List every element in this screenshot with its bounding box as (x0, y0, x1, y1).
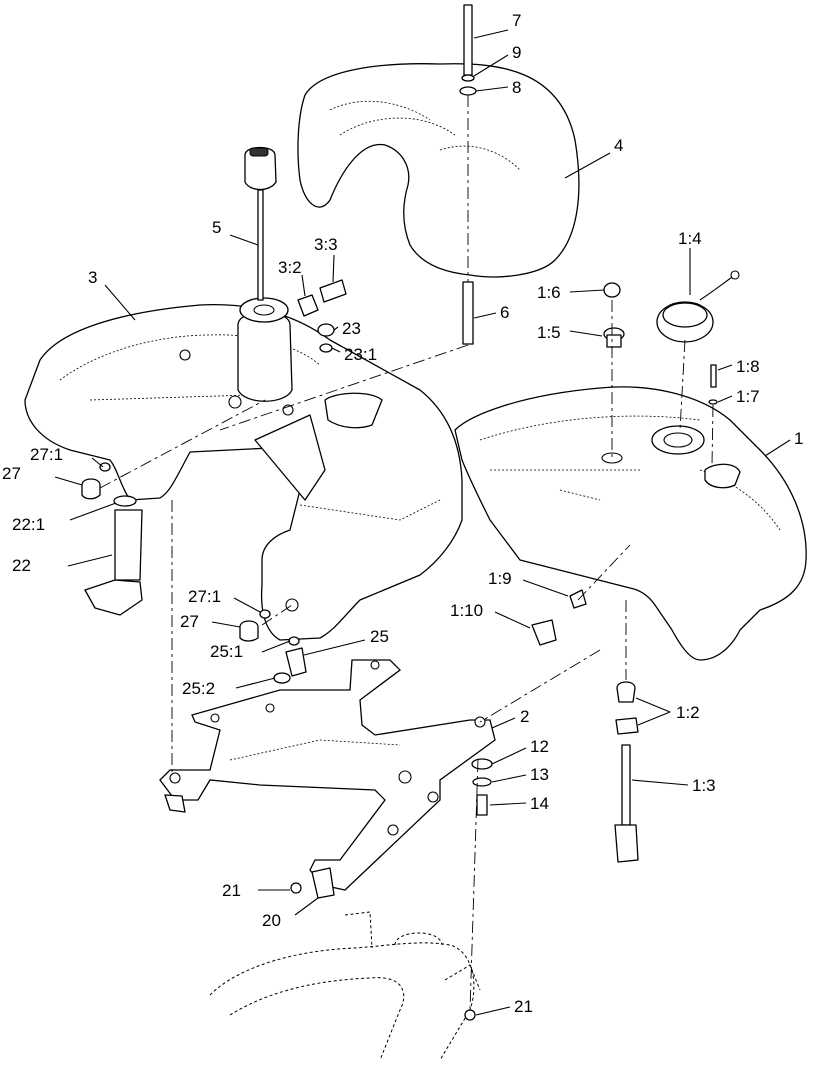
callout-21-lower: 21 (514, 997, 533, 1016)
callout-2: 2 (520, 707, 529, 726)
frame-outline (209, 911, 481, 1061)
mounting-plate-part-2 (159, 659, 496, 891)
callout-13: 13 (530, 765, 549, 784)
callout-1-8: 1:8 (736, 357, 760, 376)
callout-3-2: 3:2 (278, 258, 302, 277)
callout-1-4: 1:4 (678, 229, 702, 248)
alignment-lines (99, 95, 714, 1011)
callout-20: 20 (262, 911, 281, 930)
callout-7: 7 (512, 11, 521, 30)
callout-8: 8 (512, 78, 521, 97)
callout-1-10: 1:10 (450, 601, 483, 620)
callout-1-2: 1:2 (676, 703, 700, 722)
callout-23: 23 (342, 319, 361, 338)
callout-9: 9 (512, 43, 521, 62)
callout-5: 5 (212, 218, 221, 237)
callout-leaders (54, 29, 791, 1016)
callout-25: 25 (370, 627, 389, 646)
callout-27-1-upper: 27:1 (30, 445, 63, 464)
callout-1-3: 1:3 (692, 776, 716, 795)
callout-1: 1 (794, 429, 803, 448)
callout-3-3: 3:3 (314, 235, 338, 254)
callout-12: 12 (530, 737, 549, 756)
tank-right-part-1 (454, 386, 807, 661)
callout-1-5: 1:5 (537, 323, 561, 342)
callout-27-upper: 27 (2, 464, 21, 483)
callout-21-upper: 21 (222, 881, 241, 900)
callout-14: 14 (530, 794, 549, 813)
callout-4: 4 (614, 136, 623, 155)
callout-27-lower: 27 (180, 612, 199, 631)
seat-cushion-part-4 (297, 63, 580, 278)
callout-1-9: 1:9 (488, 569, 512, 588)
callout-labels: 7 9 8 4 5 3:2 3:3 3 6 23 23:1 1:6 1:5 1:… (2, 11, 803, 1016)
callout-25-2: 25:2 (182, 679, 215, 698)
callout-6: 6 (500, 303, 509, 322)
callout-25-1: 25:1 (210, 642, 243, 661)
callout-22-1: 22:1 (12, 515, 45, 534)
tank-left-part-3 (24, 297, 463, 641)
callout-22: 22 (12, 556, 31, 575)
callout-3: 3 (88, 268, 97, 287)
callout-1-6: 1:6 (537, 283, 561, 302)
callout-23-1: 23:1 (344, 345, 377, 364)
hardware-parts (81, 4, 740, 1021)
callout-1-7: 1:7 (736, 387, 760, 406)
callout-27-1-lower: 27:1 (188, 587, 221, 606)
